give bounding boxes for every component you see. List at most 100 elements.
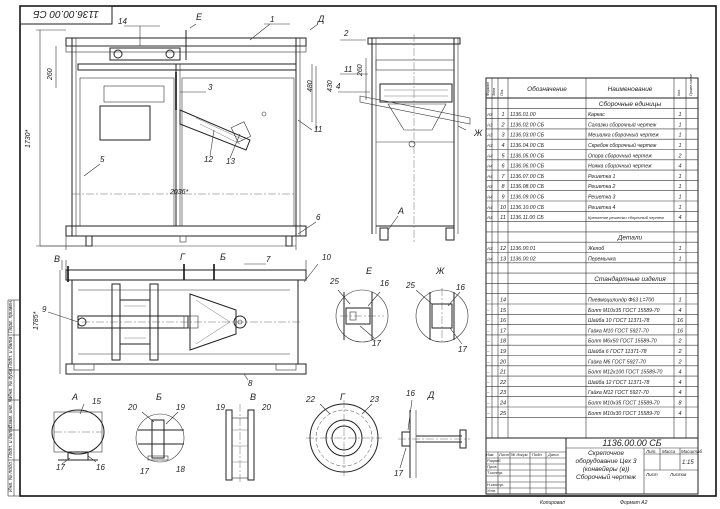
bom-cell-format: – [486, 298, 490, 303]
bom-cell-qty: 2 [677, 349, 681, 355]
role-tkontr: Т.контр. [487, 470, 503, 475]
pos-14: 14 [118, 17, 127, 26]
bom-cell-pos: 8 [501, 184, 505, 190]
detail-V-pos-20: 20 [261, 403, 271, 412]
bom-cell-format: – [486, 308, 490, 313]
strip-label-inv-podl: Инв. № подл. [8, 461, 14, 492]
strip-label-podp-date-2: Подп. и дата [8, 426, 14, 458]
bom-cell-pos: 14 [500, 298, 506, 304]
section-G-marker: Г [180, 252, 186, 262]
bom-cell-qty: 1 [678, 122, 681, 128]
pos-12: 12 [204, 155, 213, 164]
detail-B-pos-17: 17 [140, 467, 149, 476]
pos-10: 10 [322, 253, 331, 262]
detail-A-pos-16: 16 [96, 463, 105, 472]
detail-B-pos-19: 19 [176, 403, 185, 412]
stamp-list: Лист [498, 452, 510, 457]
strip-label-dubl: Инв. № дубл. [8, 367, 14, 398]
bom-cell-designation: 1136.09.00 СБ [510, 195, 545, 201]
view-E-marker: Е [196, 12, 203, 22]
bom-head-designation: Обозначение [527, 85, 567, 93]
bom-cell-designation: 1136.00.01 [510, 246, 536, 252]
bom-head-format: Формат [486, 82, 490, 96]
role-razrab: Разраб. [487, 458, 501, 463]
bom-cell-format: – [486, 359, 490, 364]
detail-A-title: А [71, 392, 78, 402]
bom-cell-format: А4 [486, 195, 493, 200]
dim-430: 430 [327, 80, 334, 92]
bom-cell-pos: 13 [500, 256, 507, 262]
detail-B-pos-20: 20 [127, 403, 137, 412]
detail-G-pos-23: 23 [369, 395, 379, 404]
detail-G-title: Г [340, 392, 346, 402]
section-B-marker: Б [220, 252, 226, 262]
detail-D-title: Д [427, 390, 435, 400]
role-utv: Утв. [487, 488, 496, 493]
view-Zh-marker: Ж [473, 128, 483, 138]
bom-cell-designation: 1136.07.00 СБ [510, 174, 545, 180]
bom-cell-qty: 1 [678, 246, 681, 252]
bom-cell-name: Каркас [588, 112, 605, 118]
bom-cell-qty: 1 [678, 256, 681, 262]
bom-cell-qty: 8 [678, 401, 682, 407]
bom-cell-format: А4 [486, 256, 493, 261]
bom-cell-designation: 1136.03.00 СБ [510, 133, 545, 139]
title-text: Скрепочное оборудование Цех 3 (конвейеры… [575, 450, 637, 481]
bom-cell-designation: 1136.04.00 СБ [510, 143, 545, 149]
pos-8: 8 [248, 379, 253, 388]
bom-cell-qty: 1 [678, 205, 681, 211]
side-view [338, 34, 471, 244]
bom-cell-pos: 4 [501, 143, 504, 149]
bom-cell-qty: 4 [678, 380, 681, 386]
bom-cell-name: Решетка 3 [588, 195, 616, 201]
bom-cell-qty: 4 [678, 370, 681, 376]
bom-cell-pos: 22 [499, 380, 506, 386]
scale-label: Масштаб [681, 449, 702, 454]
bom-cell-format: А3 [486, 246, 493, 251]
left-binding-strip [7, 299, 20, 497]
bom-cell-pos: 10 [500, 205, 507, 211]
detail-E-pos-16: 16 [380, 279, 389, 288]
bom-head-note: Приме-чание [689, 74, 693, 96]
copied-label: Копировал [540, 500, 565, 506]
pos-13: 13 [226, 157, 235, 166]
bom-cell-name: Решетка 4 [588, 205, 616, 211]
bom-cell-pos: 20 [499, 359, 507, 365]
detail-V-pos-19: 19 [216, 403, 225, 412]
pos-1: 1 [270, 15, 274, 24]
stamp-izm: Изм. [486, 452, 495, 457]
bom-cell-qty: 1 [678, 133, 681, 139]
sheet-label: Лист [645, 472, 658, 477]
bom-cell-name: Шайба 10 ГОСТ 11371-78 [588, 317, 650, 324]
bom-cell-name: Гайка М6 ГОСТ 5927-70 [588, 358, 646, 365]
rotated-number-box [19, 5, 113, 25]
dim-480: 480 [307, 80, 314, 92]
bom-cell-qty: 1 [678, 184, 681, 190]
pos-5: 5 [100, 155, 105, 164]
bom-cell-name: Болт М10х35 ГОСТ 15589-70 [588, 308, 660, 314]
dim-width: 2036* [169, 189, 189, 196]
mass-label: Масса [662, 449, 676, 454]
bom-cell-name: Гайка М10 ГОСТ 5927-70 [588, 327, 649, 334]
front-leaders [83, 23, 319, 235]
detail-Zh-pos-16: 16 [456, 283, 465, 292]
bom-cell-name: Мешалка сборочный чертеж [588, 132, 659, 139]
stamp-date: Дата [547, 452, 559, 457]
pos-9: 9 [42, 305, 47, 314]
bom-cell-format: – [486, 339, 490, 344]
bom-cell-name: Пневмоцилиндр Ф63 L=700 [588, 298, 654, 304]
bom-cell-format: А3 [486, 122, 493, 127]
bom-cell-qty: 1 [678, 143, 681, 149]
bom-cell-qty: 2 [677, 359, 681, 365]
detail-V [225, 404, 255, 484]
dim-1785: 1785* [33, 311, 40, 330]
bom-cell-pos: 1 [501, 112, 504, 118]
bom-section-title: Стандартные изделия [594, 275, 666, 283]
bom-cell-qty: 16 [677, 318, 684, 324]
bom-cell-pos: 21 [499, 370, 506, 376]
bom-cell-format: А3 [486, 133, 493, 138]
strip-label-vzam: Взам. инв. № [8, 396, 14, 428]
